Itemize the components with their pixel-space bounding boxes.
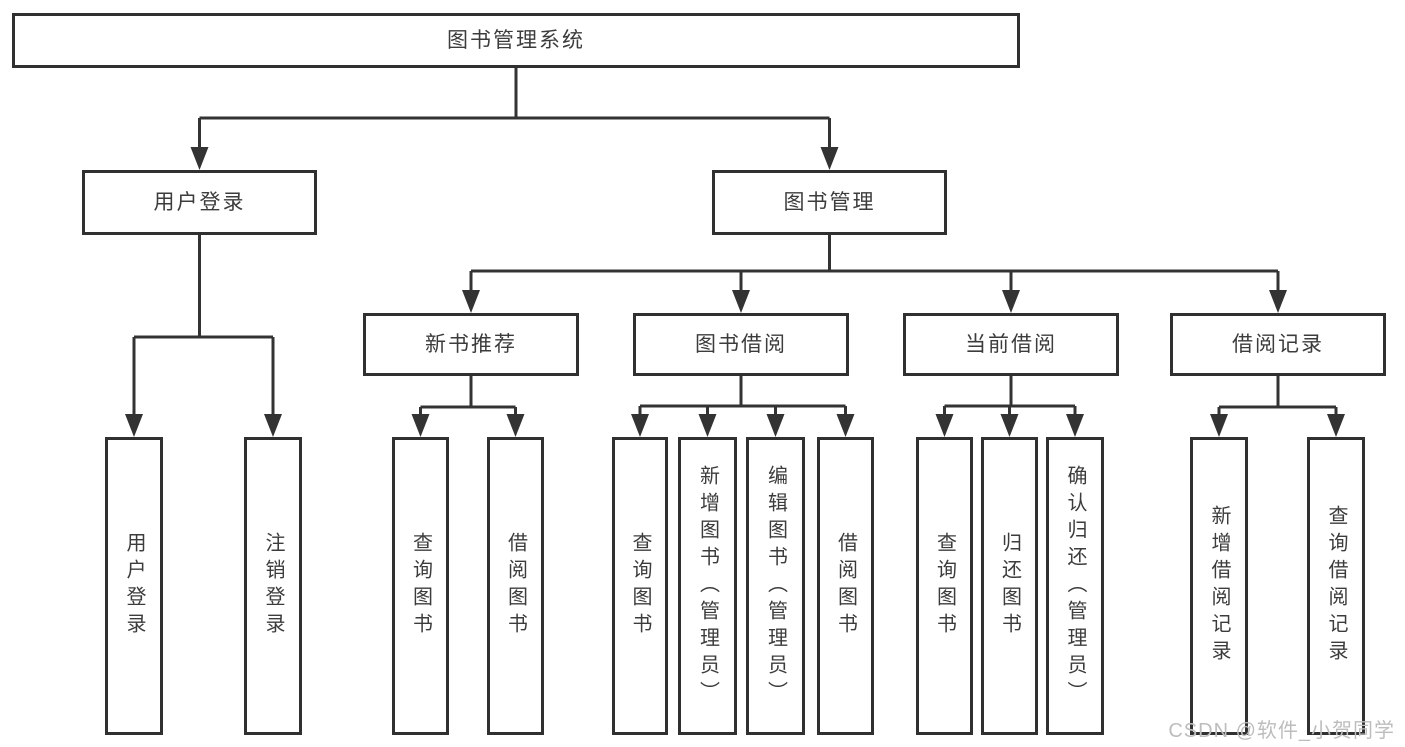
arrowheads — [125, 147, 1345, 437]
leaf-edit-books-admin: 编辑图书（管理员） — [746, 437, 805, 735]
leaf-query-borrow-record: 查询借阅记录 — [1307, 437, 1365, 735]
leaf-confirm-return-admin: 确认归还（管理员） — [1046, 437, 1104, 735]
leaf-query-books-current: 查询图书 — [916, 437, 973, 735]
csdn-watermark: CSDN @软件_小贺同学 — [1168, 720, 1395, 742]
node-user-login: 用户登录 — [82, 170, 317, 235]
leaf-query-books-borrowing: 查询图书 — [612, 437, 668, 735]
leaf-logout: 注销登录 — [244, 437, 302, 735]
node-new-book-recommendation: 新书推荐 — [363, 313, 579, 376]
leaf-borrow-books-recommend: 借阅图书 — [487, 437, 544, 735]
leaf-query-books-recommend: 查询图书 — [392, 437, 449, 735]
node-current-borrowing: 当前借阅 — [903, 313, 1119, 376]
leaf-add-books-admin: 新增图书（管理员） — [678, 437, 737, 735]
node-book-management: 图书管理 — [712, 170, 947, 235]
leaf-add-borrow-record: 新增借阅记录 — [1190, 437, 1248, 735]
leaf-borrow-books: 借阅图书 — [817, 437, 874, 735]
node-borrowing-records: 借阅记录 — [1170, 313, 1386, 376]
node-book-borrowing: 图书借阅 — [633, 313, 849, 376]
leaf-user-login: 用户登录 — [105, 437, 163, 735]
leaf-return-books: 归还图书 — [981, 437, 1038, 735]
node-root-system: 图书管理系统 — [12, 13, 1020, 68]
connector-paths — [132, 68, 1338, 417]
